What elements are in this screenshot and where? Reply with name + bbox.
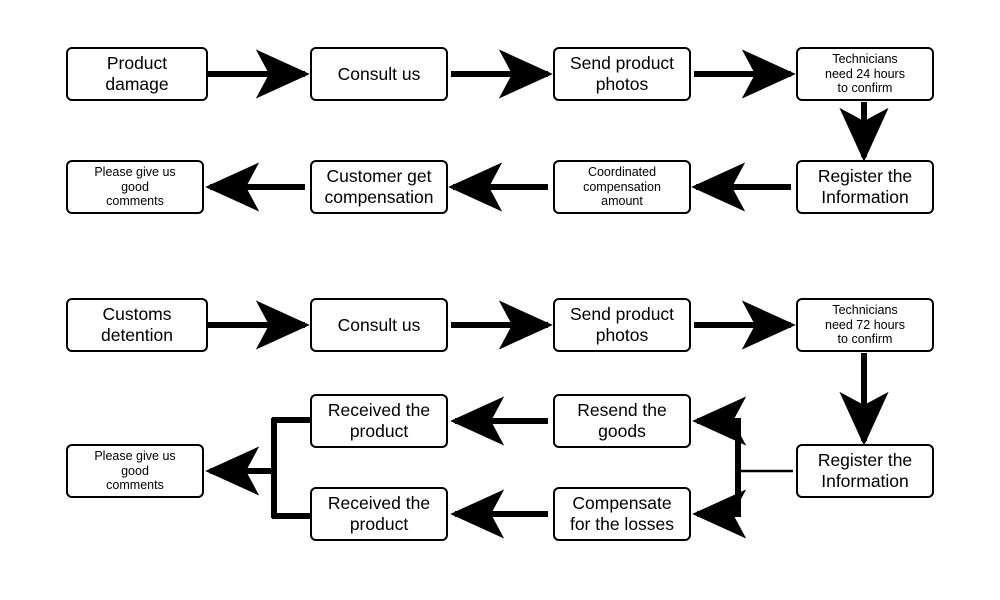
node-please-give-good-comments-1[interactable]: Please give us good comments <box>66 160 204 214</box>
node-compensate-for-the-losses[interactable]: Compensate for the losses <box>553 487 691 541</box>
node-register-information-2[interactable]: Register the Information <box>796 444 934 498</box>
node-send-product-photos-1[interactable]: Send product photos <box>553 47 691 101</box>
node-customer-get-compensation[interactable]: Customer get compensation <box>310 160 448 214</box>
node-technicians-24h[interactable]: Technicians need 24 hours to confirm <box>796 47 934 101</box>
node-received-the-product-top[interactable]: Received the product <box>310 394 448 448</box>
node-please-give-good-comments-2[interactable]: Please give us good comments <box>66 444 204 498</box>
node-product-damage[interactable]: Product damage <box>66 47 208 101</box>
node-register-information-1[interactable]: Register the Information <box>796 160 934 214</box>
node-resend-the-goods[interactable]: Resend the goods <box>553 394 691 448</box>
node-consult-us-1[interactable]: Consult us <box>310 47 448 101</box>
node-customs-detention[interactable]: Customs detention <box>66 298 208 352</box>
node-technicians-72h[interactable]: Technicians need 72 hours to confirm <box>796 298 934 352</box>
node-send-product-photos-2[interactable]: Send product photos <box>553 298 691 352</box>
node-received-the-product-bottom[interactable]: Received the product <box>310 487 448 541</box>
node-consult-us-2[interactable]: Consult us <box>310 298 448 352</box>
node-coordinated-compensation-amount[interactable]: Coordinated compensation amount <box>553 160 691 214</box>
